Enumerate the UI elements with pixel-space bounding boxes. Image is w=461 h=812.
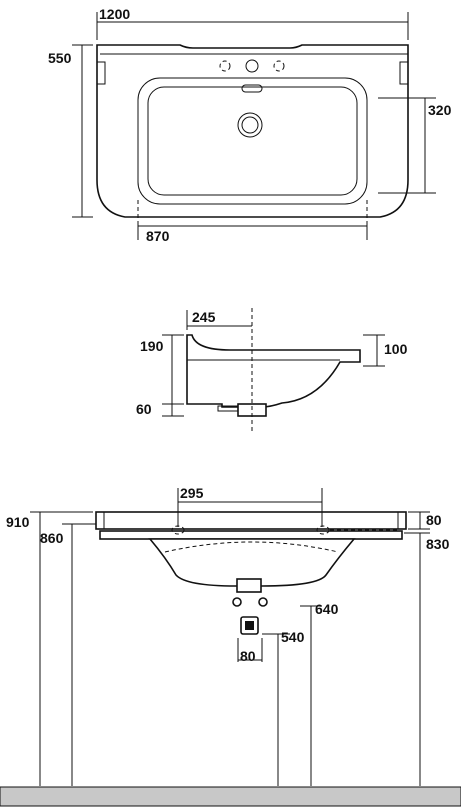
waste-height-dim-lines (262, 633, 290, 786)
bowl-outer (137, 77, 368, 205)
underside-height-dim-lines (404, 532, 430, 786)
left-ledge (96, 61, 106, 85)
top-thickness-dim-lines (408, 511, 430, 530)
front-view: 295 910 860 80 830 640 540 80 (0, 485, 461, 807)
side-rim-dim-lines (363, 334, 385, 367)
side-rim-dim-label: 100 (384, 341, 408, 357)
width-dim-lines (96, 12, 409, 40)
side-drain-dim-label: 60 (136, 401, 152, 417)
bowl-inner (147, 86, 358, 196)
rim-height-dim-lines (30, 511, 93, 786)
left-tap-hole-icon (219, 60, 231, 72)
left-supply-valve-icon (232, 597, 242, 607)
right-ledge (399, 61, 409, 85)
side-drain-dim-lines (162, 404, 184, 417)
side-depth-dim-label: 245 (192, 309, 216, 325)
waste-width-dim-label: 80 (240, 648, 256, 664)
depth-dim-label: 550 (48, 50, 72, 66)
bowl-depth-dim-label: 320 (428, 102, 452, 118)
center-tap-hole-icon (245, 59, 259, 73)
right-tap-hole-icon (273, 60, 285, 72)
depth-dim-lines (72, 44, 93, 218)
top-thickness-dim-label: 80 (426, 512, 442, 528)
front-rim (99, 530, 403, 540)
supply-height-dim-label: 640 (315, 601, 339, 617)
drain-inner-icon (241, 116, 259, 134)
bracket-height-dim-label: 860 (40, 530, 64, 546)
front-right-mount-hole (316, 525, 330, 535)
drain-outer-icon (237, 112, 263, 138)
bowl-width-dim-label: 870 (146, 228, 170, 244)
front-bowl-hidden-line (164, 541, 339, 553)
underside-height-dim-label: 830 (426, 536, 450, 552)
mount-dim-lines (177, 488, 323, 527)
front-top-slab (95, 511, 407, 530)
front-bowl (148, 538, 356, 587)
basin-side-profile (186, 334, 361, 408)
bowl-depth-dim-lines (378, 97, 436, 194)
front-waste-outlet (236, 578, 262, 593)
side-height-dim-lines (162, 334, 184, 405)
overflow-slot-icon (241, 84, 263, 93)
top-view: 1200 550 320 870 (48, 6, 452, 244)
supply-height-dim-lines (300, 605, 322, 786)
side-depth-dim-lines (186, 310, 252, 330)
width-dim-label: 1200 (99, 6, 130, 22)
side-view: 245 190 60 100 (136, 308, 408, 432)
mount-dim-label: 295 (180, 485, 204, 501)
side-height-dim-label: 190 (140, 338, 164, 354)
right-supply-valve-icon (258, 597, 268, 607)
rim-height-dim-label: 910 (6, 514, 30, 530)
mount-dashes-top (137, 200, 368, 224)
bowl-width-dim-lines (137, 222, 368, 240)
basin-outline-top (96, 44, 409, 218)
bracket-height-dim-lines (62, 523, 96, 786)
front-slab-ends (103, 512, 399, 529)
waste-width-dim-lines (237, 638, 263, 662)
floor-strip (0, 786, 461, 807)
waste-height-dim-label: 540 (281, 629, 305, 645)
side-waste-flange (217, 405, 239, 412)
wall-waste-core (245, 621, 254, 630)
